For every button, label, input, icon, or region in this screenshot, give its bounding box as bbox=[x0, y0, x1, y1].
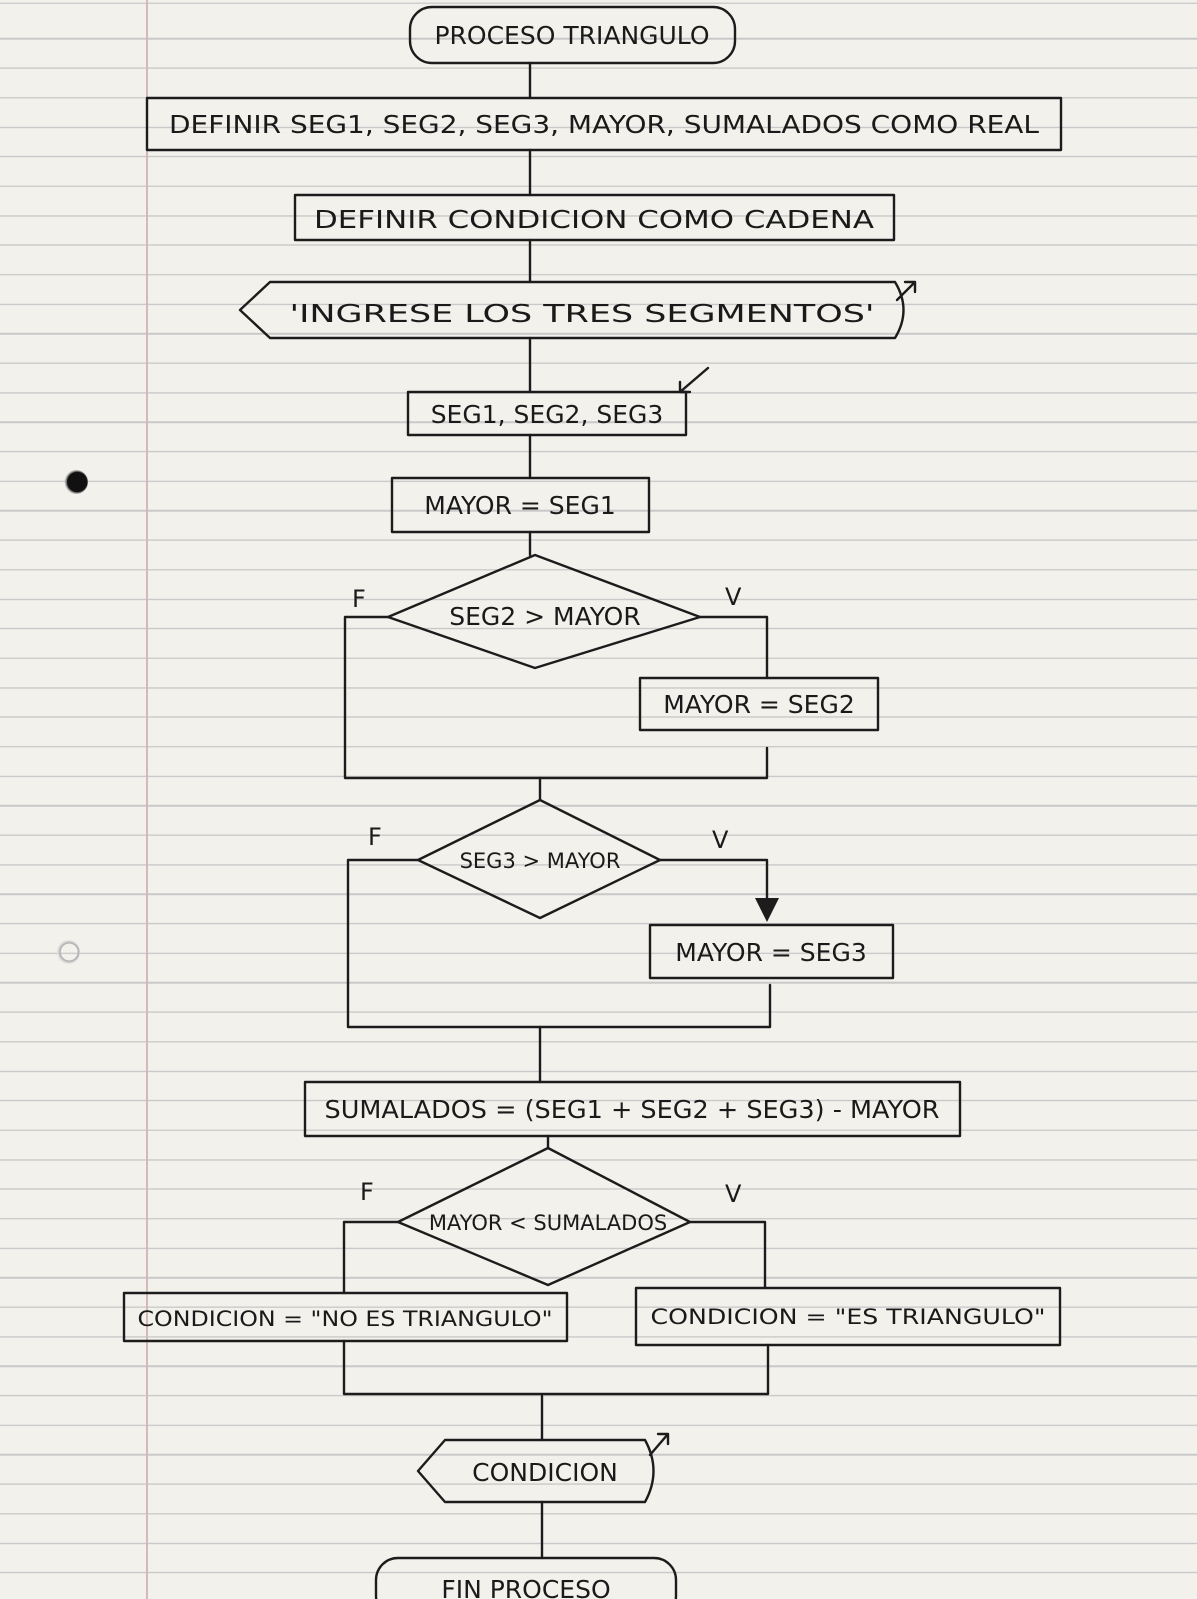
assign-seg2-process: MAYOR = SEG2 bbox=[638, 676, 880, 732]
connector-true-branch-3 bbox=[688, 1220, 767, 1290]
binder-hole-bottom bbox=[56, 940, 80, 964]
decision-3-diamond: MAYOR < SUMALADOS F V bbox=[360, 1146, 742, 1287]
output-condicion-shape: CONDICION bbox=[416, 1432, 670, 1504]
decision-1-true-label: V bbox=[725, 583, 742, 611]
assign-seg2-label: MAYOR = SEG2 bbox=[663, 690, 854, 719]
start-terminal: PROCESO TRIANGULO bbox=[408, 5, 737, 65]
output-prompt-label: 'INGRESE LOS TRES SEGMENTOS' bbox=[290, 299, 875, 328]
decision-2-true-label: V bbox=[712, 826, 729, 854]
assign-no-triangulo-label: CONDICION = "NO ES TRIANGULO" bbox=[138, 1307, 553, 1331]
assign-seg3-process: MAYOR = SEG3 bbox=[648, 923, 895, 980]
assign-mayor-process: MAYOR = SEG1 bbox=[390, 476, 651, 534]
assign-seg3-label: MAYOR = SEG3 bbox=[675, 938, 866, 967]
assign-mayor-label: MAYOR = SEG1 bbox=[424, 491, 615, 520]
assign-triangulo-process: CONDICION = "ES TRIANGULO" bbox=[634, 1286, 1062, 1347]
define-string-process: DEFINIR CONDICION COMO CADENA bbox=[293, 193, 896, 242]
connector-false-branch-2 bbox=[346, 858, 772, 1029]
decision-1-false-label: F bbox=[352, 585, 366, 613]
connector-true-branch-1 bbox=[698, 615, 769, 680]
define-string-label: DEFINIR CONDICION COMO CADENA bbox=[314, 205, 874, 234]
define-reals-process: DEFINIR SEG1, SEG2, SEG3, MAYOR, SUMALAD… bbox=[145, 96, 1063, 152]
decision-2-label: SEG3 > MAYOR bbox=[460, 849, 621, 873]
decision-2-diamond: SEG3 > MAYOR F V bbox=[368, 798, 729, 920]
decision-1-label: SEG2 > MAYOR bbox=[449, 602, 640, 631]
input-segments-label: SEG1, SEG2, SEG3 bbox=[431, 400, 664, 429]
decision-3-true-label: V bbox=[725, 1180, 742, 1208]
notebook-margin-line bbox=[146, 0, 148, 1599]
decision-1-diamond: SEG2 > MAYOR F V bbox=[352, 553, 742, 670]
end-terminal: FIN PROCESO bbox=[374, 1556, 678, 1599]
connector-merge-3 bbox=[342, 1339, 770, 1396]
assign-sumalados-process: SUMALADOS = (SEG1 + SEG2 + SEG3) - MAYOR bbox=[303, 1080, 962, 1138]
assign-no-triangulo-process: CONDICION = "NO ES TRIANGULO" bbox=[122, 1291, 569, 1343]
output-arrow-icon bbox=[895, 280, 917, 302]
connector-true-branch-2 bbox=[658, 858, 779, 922]
start-terminal-label: PROCESO TRIANGULO bbox=[434, 21, 709, 50]
output-condicion-label: CONDICION bbox=[472, 1458, 618, 1487]
input-segments-shape: SEG1, SEG2, SEG3 bbox=[406, 366, 710, 437]
decision-2-false-label: F bbox=[368, 823, 382, 851]
decision-3-false-label: F bbox=[360, 1178, 374, 1206]
assign-sumalados-label: SUMALADOS = (SEG1 + SEG2 + SEG3) - MAYOR bbox=[325, 1095, 940, 1124]
connector-false-branch-3 bbox=[342, 1220, 400, 1295]
decision-3-label: MAYOR < SUMALADOS bbox=[429, 1211, 667, 1235]
define-reals-label: DEFINIR SEG1, SEG2, SEG3, MAYOR, SUMALAD… bbox=[169, 110, 1039, 139]
flow-connectors bbox=[342, 61, 779, 1560]
end-terminal-label: FIN PROCESO bbox=[441, 1575, 610, 1599]
assign-triangulo-label: CONDICION = "ES TRIANGULO" bbox=[651, 1305, 1046, 1329]
binder-hole-top bbox=[64, 470, 88, 494]
connector-false-branch-1 bbox=[343, 615, 769, 780]
output-arrow-icon bbox=[648, 1432, 670, 1457]
output-prompt-shape: 'INGRESE LOS TRES SEGMENTOS' bbox=[238, 280, 917, 340]
input-arrow-icon bbox=[678, 366, 710, 394]
